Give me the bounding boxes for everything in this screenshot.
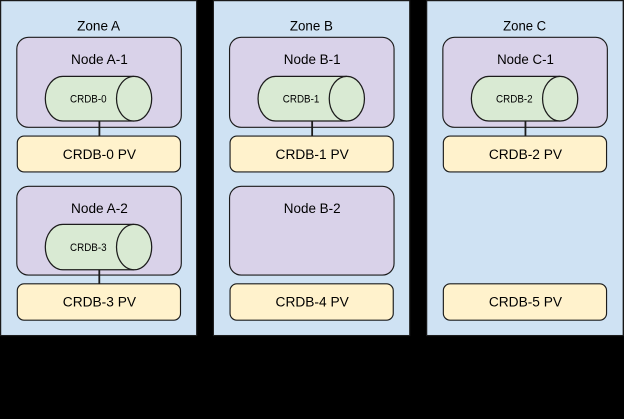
svg-text:Zone C: Zone C xyxy=(503,18,546,34)
svg-text:Node A-1: Node A-1 xyxy=(71,52,128,68)
svg-text:CRDB-5 PV: CRDB-5 PV xyxy=(489,294,563,310)
svg-text:CRDB-0: CRDB-0 xyxy=(70,94,107,106)
svg-text:CRDB-2: CRDB-2 xyxy=(496,94,533,106)
svg-text:CRDB-3 PV: CRDB-3 PV xyxy=(63,294,137,310)
svg-text:CRDB-2 PV: CRDB-2 PV xyxy=(489,147,563,163)
svg-text:Node B-1: Node B-1 xyxy=(284,52,341,68)
svg-text:CRDB-1 PV: CRDB-1 PV xyxy=(276,147,350,163)
svg-text:Node C-1: Node C-1 xyxy=(497,52,554,68)
svg-text:CRDB-1: CRDB-1 xyxy=(283,94,320,106)
svg-text:Node A-2: Node A-2 xyxy=(71,201,128,217)
svg-text:Node B-2: Node B-2 xyxy=(284,201,341,217)
svg-text:Zone A: Zone A xyxy=(77,18,121,34)
svg-text:Zone B: Zone B xyxy=(290,18,333,34)
svg-text:CRDB-3: CRDB-3 xyxy=(70,242,107,254)
svg-text:CRDB-4 PV: CRDB-4 PV xyxy=(276,294,350,310)
svg-text:CRDB-0 PV: CRDB-0 PV xyxy=(63,147,137,163)
